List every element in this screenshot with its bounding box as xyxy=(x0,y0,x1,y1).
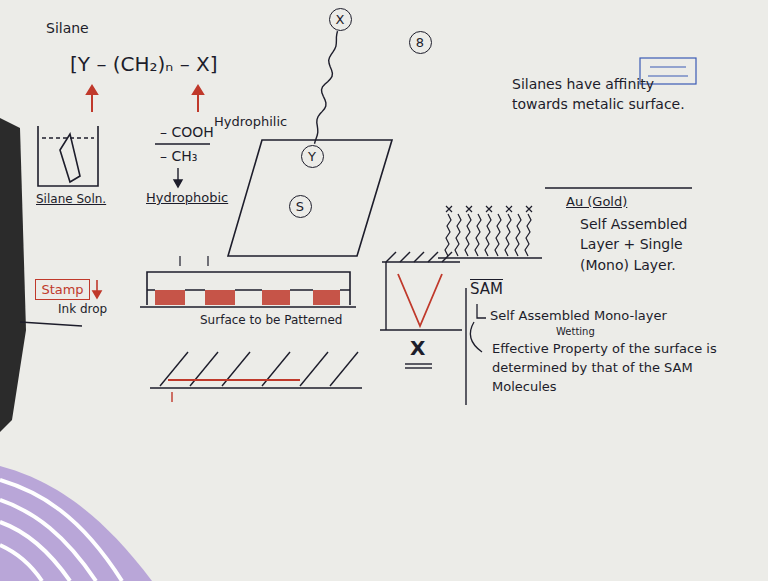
property-label: Hydrophobic xyxy=(146,190,228,206)
formula: [Y – (CH₂)ₙ – X] xyxy=(70,52,218,77)
board-edge xyxy=(0,118,26,432)
divider xyxy=(155,143,210,144)
stamp-figure xyxy=(140,256,356,307)
bracket xyxy=(470,322,482,352)
page-number-circle: 8 xyxy=(409,31,432,54)
node-text: Y xyxy=(308,149,316,164)
node-text: S xyxy=(296,199,304,214)
hook-arrow xyxy=(477,304,486,318)
note: Self Assembled Layer + Single (Mono) Lay… xyxy=(580,214,708,275)
end-group-circle: X xyxy=(329,8,352,31)
beaker-label: Silane Soln. xyxy=(36,192,106,207)
figure-caption: Surface to be Patterned xyxy=(200,313,342,328)
heading-note: Silane xyxy=(46,20,89,38)
group-label: – CH₃ xyxy=(160,148,197,166)
ink-label: Ink drop xyxy=(58,302,107,317)
head-group-circle: Y xyxy=(301,145,324,168)
note: Effective Property of the surface is det… xyxy=(492,340,728,397)
property-label: Hydrophilic xyxy=(214,114,287,130)
stamp-box: Stamp xyxy=(35,279,90,300)
divider xyxy=(465,288,466,405)
definition: Self Assembled Mono-layer xyxy=(490,308,667,324)
note: Silanes have affinity towards metalic su… xyxy=(512,74,692,115)
beaker xyxy=(38,126,98,186)
tip-figure xyxy=(380,252,462,368)
substrate-plane xyxy=(228,140,392,256)
gold-surface xyxy=(545,187,692,189)
molecule-chain xyxy=(315,31,338,144)
node-text: Stamp xyxy=(41,282,83,297)
insertion-note: Wetting xyxy=(556,326,595,339)
node-text: X xyxy=(336,12,345,27)
press-arrow xyxy=(93,280,101,298)
cross-mark: X xyxy=(410,336,425,361)
group-label: – COOH xyxy=(160,124,214,142)
abbreviation: SAM xyxy=(470,280,503,299)
substrate-circle: S xyxy=(289,195,312,218)
material-label: Au (Gold) xyxy=(566,194,627,210)
pointer-arrows xyxy=(87,86,203,112)
ink-line xyxy=(20,322,82,326)
down-arrow xyxy=(174,168,182,187)
node-text: 8 xyxy=(416,35,424,50)
sam-molecules xyxy=(438,206,542,258)
sleeve xyxy=(0,466,152,581)
patterned-surface xyxy=(150,352,362,402)
